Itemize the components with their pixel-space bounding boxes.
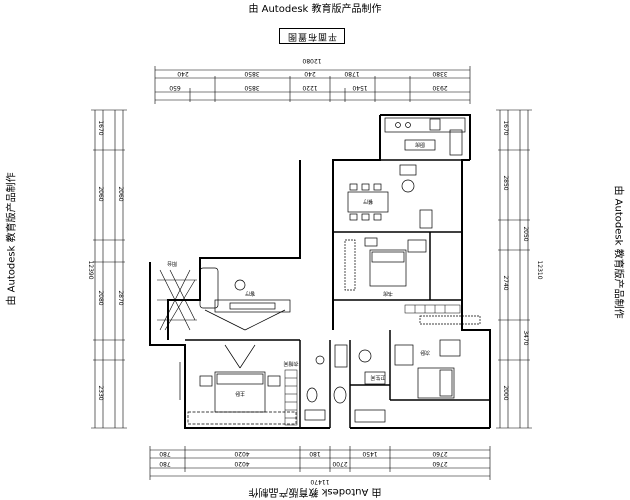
dim-left-part-4: 2330 xyxy=(97,385,104,400)
dim-bottom-row1-4: 1450 xyxy=(362,450,377,457)
bedroom-lower-furniture xyxy=(394,315,481,399)
left-dimension-text: 12390 1670 2060 2080 2330 2060 2870 xyxy=(87,120,124,400)
bathroom-2-fixtures xyxy=(304,355,326,421)
dim-top-row2-5: 2930 xyxy=(432,84,447,91)
balcony-hatch xyxy=(157,269,197,331)
dim-left-part-1: 1670 xyxy=(97,120,104,135)
bathroom-fixtures xyxy=(333,344,386,423)
top-dimension-lines xyxy=(154,66,471,104)
dim-right-total: 12310 xyxy=(536,260,543,279)
closet-hatch xyxy=(284,304,461,426)
dim-bottom-total: 11470 xyxy=(310,478,329,485)
room-label-master-bedroom: 主卧 xyxy=(235,390,245,397)
dim-top-row2-3: 1220 xyxy=(302,84,317,91)
room-label-balcony: 阳台 xyxy=(167,260,177,267)
room-label-dining: 餐厅 xyxy=(363,198,373,205)
dim-right-part-2: 2850 xyxy=(502,175,509,190)
dining-table xyxy=(347,164,433,229)
dim-top-row2-1: 650 xyxy=(169,84,181,91)
dim-right-row2-1: 2050 xyxy=(522,226,529,241)
room-label-study: 书房 xyxy=(383,290,393,297)
dim-bottom-part-4: 2760 xyxy=(432,460,447,467)
dim-bottom-row1-3: 180 xyxy=(309,450,321,457)
dim-left-row2-1: 2060 xyxy=(117,186,124,201)
interior-walls xyxy=(185,159,490,428)
dim-bottom-part-1: 780 xyxy=(159,460,171,467)
dim-top-part-1: 240 xyxy=(177,70,189,77)
dim-bottom-part-3: 2700 xyxy=(332,460,347,467)
dim-right-row2-2: 3470 xyxy=(522,330,529,345)
room-label-living: 客厅 xyxy=(245,290,255,297)
dim-top-row2-2: 3850 xyxy=(244,84,259,91)
dim-left-part-3: 2080 xyxy=(97,290,104,305)
dim-top-total: 12080 xyxy=(302,57,321,64)
top-dimension-text: 12080 240 3850 240 1780 3380 650 3850 12… xyxy=(169,57,448,91)
dim-right-part-4: 2000 xyxy=(502,385,509,400)
bottom-dimension-text: 780 4020 180 1450 2760 780 4020 2700 276… xyxy=(159,450,448,485)
room-label-bathroom: 卫生间 xyxy=(370,374,385,381)
exterior-walls xyxy=(149,114,491,429)
dim-right-part-1: 1670 xyxy=(502,120,509,135)
right-dimension-lines xyxy=(496,109,532,429)
dim-top-part-2: 3850 xyxy=(244,70,259,77)
dim-left-total: 12390 xyxy=(87,260,94,279)
dim-bottom-row1-5: 2760 xyxy=(432,450,447,457)
bedroom-upper-furniture xyxy=(344,237,427,291)
master-bedroom-furniture xyxy=(179,344,297,425)
dim-bottom-row1-2: 4020 xyxy=(234,450,249,457)
dim-top-part-4: 1780 xyxy=(344,70,359,77)
left-dimension-lines xyxy=(91,109,127,429)
dim-left-row2-2: 2870 xyxy=(117,290,124,305)
room-label-second-bedroom: 次卧 xyxy=(420,349,430,356)
room-label-closet: 衣帽间 xyxy=(283,360,298,367)
dim-left-part-2: 2060 xyxy=(97,186,104,201)
dim-right-part-3: 2740 xyxy=(502,275,509,290)
watermark-top: 由 Autodesk 教育版产品制作 xyxy=(248,4,382,15)
dim-top-part-5: 3380 xyxy=(432,70,447,77)
dim-top-part-3: 240 xyxy=(304,70,316,77)
dim-bottom-part-2: 4020 xyxy=(234,460,249,467)
living-room-furniture xyxy=(199,267,291,331)
right-dimension-text: 12310 1670 2850 2740 2000 2050 3470 xyxy=(502,120,543,400)
room-label-kitchen: 厨房 xyxy=(415,141,425,148)
dim-top-row2-4: 1540 xyxy=(352,84,367,91)
dim-bottom-row1-1: 780 xyxy=(159,450,171,457)
kitchen-counter xyxy=(384,117,466,156)
bottom-dimension-lines xyxy=(149,446,491,480)
